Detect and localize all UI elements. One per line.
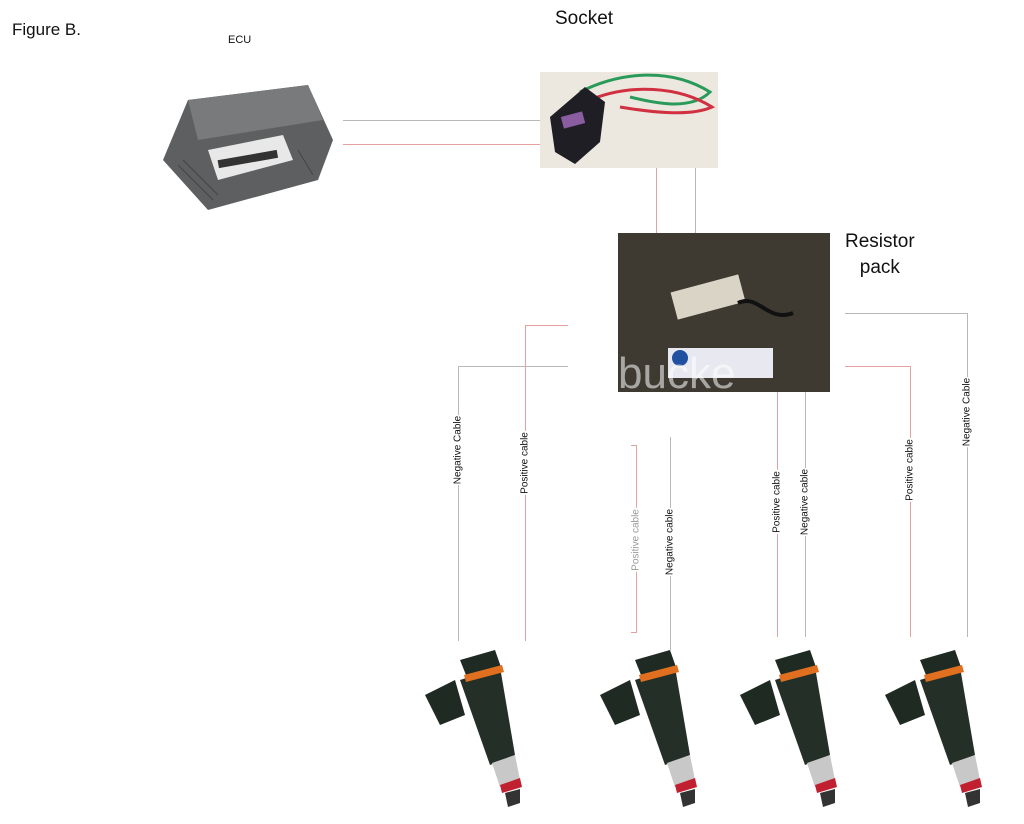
cable-label: Negative cable	[664, 507, 676, 577]
ecu-label: ECU	[228, 34, 252, 46]
cable-label: Negative Cable	[961, 376, 973, 448]
cable-line	[631, 445, 636, 446]
socket-resistor-line-2	[695, 168, 696, 233]
ecu-socket-line-1	[343, 120, 540, 121]
cable-line	[631, 632, 636, 633]
injector-3	[740, 650, 837, 807]
injector-4	[885, 650, 982, 807]
socket-resistor-line-1	[656, 168, 657, 233]
cable-line	[845, 313, 967, 314]
cable-label: Positive cable	[519, 431, 531, 495]
injector-1	[425, 650, 522, 807]
cable-label: Negative cable	[799, 467, 811, 537]
ecu-image	[163, 85, 333, 210]
figure-label: Figure B.	[12, 20, 81, 39]
resistor-label-line2: pack	[859, 257, 900, 278]
resistor-pack-image: bucke	[618, 233, 830, 392]
cable-line	[525, 325, 568, 326]
resistor-label-line1: Resistor	[845, 231, 915, 252]
ecu-socket-line-2	[343, 144, 540, 145]
injector-2	[600, 650, 697, 807]
cable-line	[845, 366, 910, 367]
socket-label: Socket	[555, 8, 614, 29]
cable-label: Positive cable	[630, 508, 642, 572]
cable-line	[967, 313, 968, 637]
cable-line	[458, 366, 459, 641]
cable-label: Negative Cable	[452, 414, 464, 486]
cable-label: Positive cable	[771, 470, 783, 534]
resistor-pack-label: Resistor pack	[845, 229, 915, 281]
cable-line	[458, 366, 568, 367]
watermark-text: bucke	[618, 349, 735, 392]
socket-image	[540, 72, 718, 168]
cable-label: Positive cable	[904, 438, 916, 502]
